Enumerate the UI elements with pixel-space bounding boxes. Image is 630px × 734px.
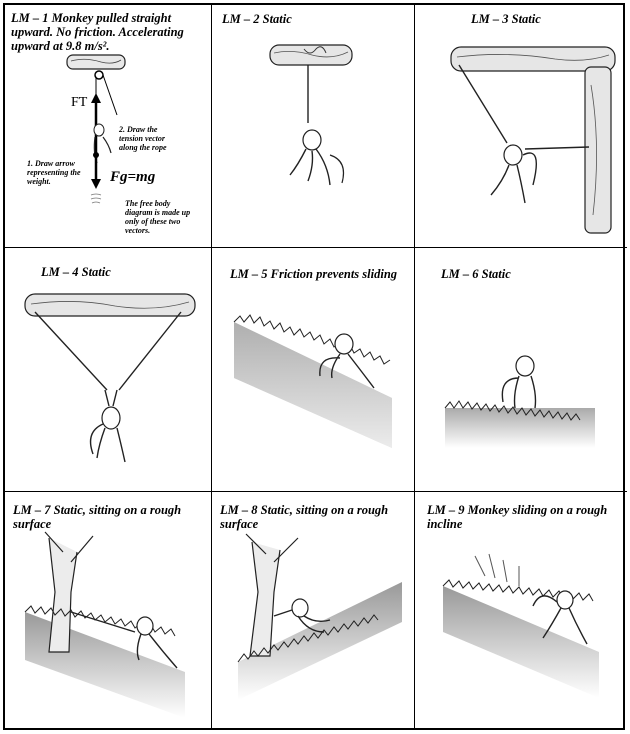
panel-caption: LM – 7 Static, sitting on a rough surfac… [13, 503, 182, 531]
panel-lm9: LM – 9 Monkey sliding on a rough incline [415, 492, 627, 730]
panel-lm1: LM – 1 Monkey pulled straight upward. No… [5, 5, 212, 248]
monkey-on-flat-ground-illustration [444, 355, 595, 448]
panel-lm6: LM – 6 Static [415, 248, 627, 492]
weight-note: 1. Draw arrow representing the weight. [27, 159, 81, 186]
panel-lm5: LM – 5 Friction prevents sliding [212, 248, 415, 492]
panel-caption: LM – 1 Monkey pulled straight upward. No… [11, 11, 184, 53]
panel-lm7: LM – 7 Static, sitting on a rough surfac… [5, 492, 212, 730]
panel-lm2: LM – 2 Static [212, 5, 415, 248]
monkey-two-ropes-illustration [24, 293, 196, 463]
monkey-on-incline-illustration [233, 314, 392, 448]
panel-lm8: LM – 8 Static, sitting on a rough surfac… [212, 492, 415, 730]
panel-caption: LM – 2 Static [222, 12, 292, 26]
tension-note: 2. Draw the tension vector along the rop… [119, 125, 167, 152]
weight-label: Fg=mg [110, 169, 156, 185]
panel-caption: LM – 6 Static [441, 267, 511, 281]
panel-caption: LM – 9 Monkey sliding on a rough incline [427, 503, 608, 531]
tension-label: FT [71, 95, 88, 110]
panel-caption: LM – 5 Friction prevents sliding [230, 267, 398, 281]
panel-lm4: LM – 4 Static [5, 248, 212, 492]
fbd-note: The free body diagram is made up only of… [125, 199, 191, 235]
monkey-sliding-incline-illustration [442, 553, 599, 698]
monkey-between-beams-illustration [450, 46, 616, 234]
monkey-tree-rough-surface-illustration-2 [237, 533, 402, 700]
monkey-hanging-rope-illustration [269, 44, 353, 186]
panel-caption: LM – 3 Static [471, 12, 541, 26]
monkey-accelerating-illustration [66, 54, 126, 204]
monkey-tree-rough-surface-illustration [24, 531, 185, 718]
panel-lm3: LM – 3 Static [415, 5, 627, 248]
panel-grid: LM – 1 Monkey pulled straight upward. No… [3, 3, 627, 730]
panel-caption: LM – 4 Static [41, 265, 111, 279]
panel-caption: LM – 8 Static, sitting on a rough surfac… [220, 503, 389, 531]
